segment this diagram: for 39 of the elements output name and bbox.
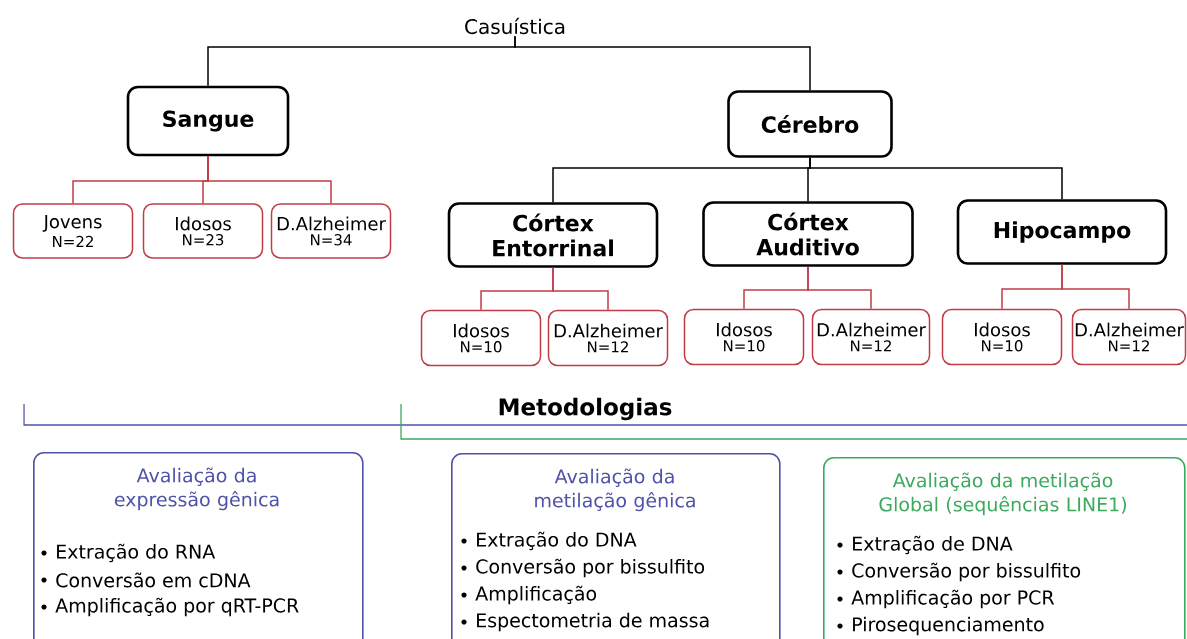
category-box: Córtex Entorrinal	[447, 202, 659, 268]
group-box: Idosos N=10	[683, 308, 805, 366]
group-box: Jovens N=22	[12, 203, 134, 259]
bullet-item: Conversão por bissulfito	[476, 558, 705, 578]
group-box: Idosos N=23	[142, 203, 264, 259]
category-box: Hipocampo	[956, 199, 1168, 265]
category-box: Sangue	[126, 85, 290, 157]
group-box: D.Alzheimer N=12	[811, 308, 931, 366]
category-box: Córtex Auditivo	[702, 201, 914, 267]
method-panel	[451, 453, 781, 639]
panel-heading: Avaliação da expressão gênica	[114, 467, 279, 511]
tree-connector	[807, 266, 872, 310]
bullet-item: Extração do RNA	[57, 543, 216, 563]
tree-connector	[514, 35, 811, 91]
section-heading: Metodologias	[496, 396, 674, 422]
bullet-item: Amplificação	[475, 585, 597, 605]
method-panel	[823, 457, 1186, 639]
bullet-item: Amplificação por PCR	[851, 589, 1055, 609]
tree-connector	[1061, 264, 1130, 310]
method-panel	[33, 452, 364, 639]
bullet-item: Espectometria de massa	[477, 612, 709, 632]
bullet-item: Extração de DNA	[853, 535, 1013, 555]
group-box: D.Alzheimer N=12	[547, 309, 669, 367]
bullet-item: Conversão em cDNA	[56, 572, 251, 588]
category-box: Cérebro	[727, 90, 893, 158]
tree-connector	[809, 157, 1063, 200]
bullet-item: Extração do DNA	[477, 531, 637, 551]
panel-heading: Avaliação da metilação Global (sequências LINE1)	[879, 472, 1126, 516]
panel-heading: Avaliação da metilação gênica	[535, 468, 695, 512]
bullet-item: Pirosequenciamento	[853, 616, 1044, 636]
bullet-item: Amplificação por qRT-PCR	[55, 597, 299, 617]
tree-root-label: Casuística	[465, 17, 565, 35]
tree-connector	[207, 155, 332, 204]
tree-connector	[552, 267, 609, 311]
bullet-item: Conversão por bissulfito	[852, 562, 1081, 582]
group-box: Idosos N=10	[420, 309, 542, 367]
group-box: D.Alzheimer N=34	[270, 203, 392, 259]
group-box: D.Alzheimer N=12	[1071, 308, 1187, 366]
group-box: Idosos N=10	[941, 308, 1063, 366]
